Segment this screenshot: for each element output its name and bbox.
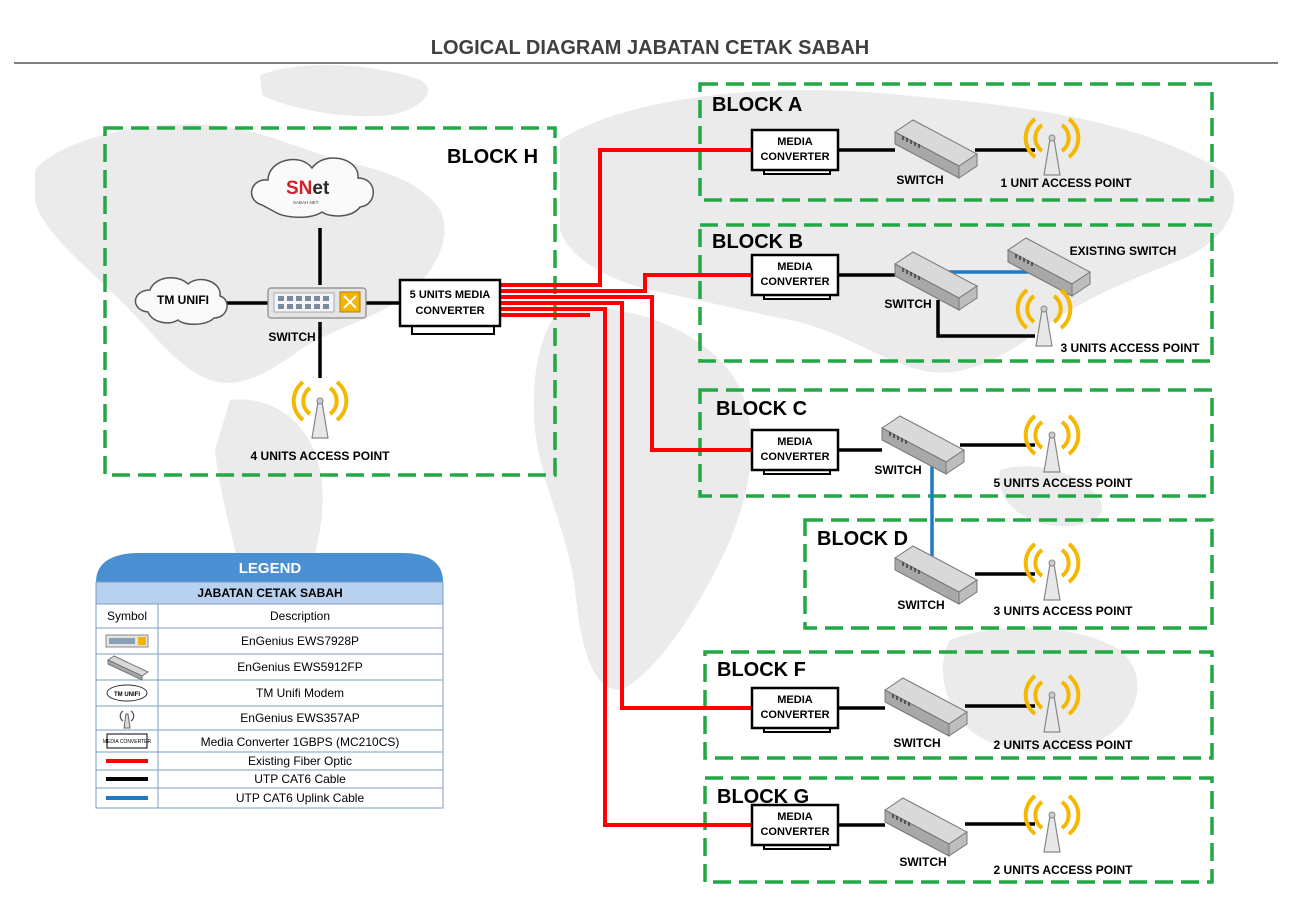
utp-cables <box>224 148 1035 827</box>
block-b-switch-label: SWITCH <box>884 297 931 311</box>
block-f-ap-label: 2 UNITS ACCESS POINT <box>994 738 1134 752</box>
block-a-media-converter: MEDIA CONVERTER <box>750 128 840 175</box>
block-a-mc-line1: MEDIA <box>777 136 813 148</box>
access-point-icon <box>119 710 135 729</box>
block-d-switch-label: SWITCH <box>897 598 944 612</box>
block-f-switch-label: SWITCH <box>893 736 940 750</box>
snet-logo-text: SNet <box>286 178 330 199</box>
legend-header: LEGEND <box>239 560 302 577</box>
legend-desc-3: TM Unifi Modem <box>256 686 344 700</box>
block-b-media-converter: MEDIA CONVERTER <box>750 253 840 300</box>
legend-desc-5: Media Converter 1GBPS (MC210CS) <box>201 735 400 749</box>
block-b-outline <box>698 223 1214 363</box>
block-b-ap-label: 3 UNITS ACCESS POINT <box>1061 341 1201 355</box>
block-h-outline <box>103 126 557 477</box>
fiber-to-block-c <box>500 295 752 452</box>
block-d-switch-icon <box>894 545 978 605</box>
legend-header-bg <box>96 553 443 582</box>
legend-desc-4: EnGenius EWS357AP <box>240 711 359 725</box>
block-c-mc-line1: MEDIA <box>777 436 813 448</box>
block-a-switch-label: SWITCH <box>896 173 943 187</box>
legend-desc-7: UTP CAT6 Cable <box>254 772 346 786</box>
tm-unifi-cloud: TM UNIFI <box>134 277 228 325</box>
fiber-to-block-a <box>500 148 752 287</box>
legend-modem-text: TM UNIFI <box>114 692 140 698</box>
block-c-media-converter: MEDIA CONVERTER <box>750 428 840 475</box>
block-f-mc-line2: CONVERTER <box>760 709 829 721</box>
block-f-outline <box>703 650 1214 760</box>
block-b-label: BLOCK B <box>712 231 803 253</box>
block-a-mc-line2: CONVERTER <box>760 151 829 163</box>
legend-col-description: Description <box>270 609 330 623</box>
block-g-outline <box>703 776 1214 884</box>
poe-switch-icon <box>105 634 149 648</box>
block-d-label: BLOCK D <box>817 528 908 550</box>
legend-mc-text: MEDIA CONVERTER <box>103 739 152 745</box>
legend-desc-6: Existing Fiber Optic <box>248 754 352 768</box>
block-g-label: BLOCK G <box>717 786 809 808</box>
block-a-outline <box>698 82 1214 202</box>
block-h-mc-line1: 5 UNITS MEDIA <box>410 289 491 301</box>
block-d-ap-label: 3 UNITS ACCESS POINT <box>994 604 1134 618</box>
block-h-poe-switch <box>267 287 367 319</box>
legend-desc-1: EnGenius EWS7928P <box>241 634 359 648</box>
block-c-label: BLOCK C <box>716 398 807 420</box>
block-h-mc-line2: CONVERTER <box>415 305 484 317</box>
block-f-mc-line1: MEDIA <box>777 694 813 706</box>
block-d-outline <box>803 518 1214 630</box>
block-g-switch-label: SWITCH <box>899 855 946 869</box>
block-d-access-point-icon <box>1023 542 1081 602</box>
legend-subheader: JABATAN CETAK SABAH <box>197 586 342 600</box>
legend-col-symbol: Symbol <box>107 609 147 623</box>
block-h-ap-label: 4 UNITS ACCESS POINT <box>251 449 391 463</box>
legend-desc-8: UTP CAT6 Uplink Cable <box>236 791 365 805</box>
legend-desc-2: EnGenius EWS5912FP <box>237 660 362 674</box>
uplink-cables <box>930 270 1040 560</box>
block-a-label: BLOCK A <box>712 94 802 116</box>
block-c-ap-label: 5 UNITS ACCESS POINT <box>994 476 1134 490</box>
block-outlines <box>103 82 1214 884</box>
utp-b2 <box>936 300 1035 338</box>
block-h-label: BLOCK H <box>447 146 538 168</box>
block-b-mc-line1: MEDIA <box>777 261 813 273</box>
block-b-existing-switch-label: EXISTING SWITCH <box>1070 244 1177 258</box>
snet-logo-caption: SABAH NET <box>293 200 319 205</box>
block-h-switch-label: SWITCH <box>268 330 315 344</box>
block-f-label: BLOCK F <box>717 659 806 681</box>
block-a-ap-label: 1 UNIT ACCESS POINT <box>1001 176 1133 190</box>
modem-cloud-icon: TM UNIFI <box>106 684 148 702</box>
legend: LEGEND JABATAN CETAK SABAH Symbol Descri… <box>95 553 444 809</box>
block-c-switch-label: SWITCH <box>874 463 921 477</box>
fiber-to-block-f <box>500 301 752 710</box>
block-c-outline <box>698 388 1214 498</box>
diagram-title: LOGICAL DIAGRAM JABATAN CETAK SABAH <box>431 37 870 59</box>
block-c-mc-line2: CONVERTER <box>760 451 829 463</box>
block-g-mc-line2: CONVERTER <box>760 826 829 838</box>
fiber-to-block-g <box>500 307 752 827</box>
snet-cloud: SNet SABAH NET <box>250 157 374 218</box>
fiber-to-block-b <box>500 273 752 293</box>
block-g-ap-label: 2 UNITS ACCESS POINT <box>994 863 1134 877</box>
switch-icon <box>106 655 150 681</box>
media-converter-icon: MEDIA CONVERTER <box>103 733 152 749</box>
block-g-mc-line1: MEDIA <box>777 811 813 823</box>
block-g-media-converter: MEDIA CONVERTER <box>750 803 840 850</box>
block-g-switch-icon <box>884 797 968 857</box>
fiber-cables <box>500 148 752 827</box>
block-f-media-converter: MEDIA CONVERTER <box>750 686 840 733</box>
tm-unifi-label: TM UNIFI <box>157 293 209 307</box>
block-b-mc-line2: CONVERTER <box>760 276 829 288</box>
block-h-media-converter: 5 UNITS MEDIA CONVERTER <box>398 278 502 335</box>
